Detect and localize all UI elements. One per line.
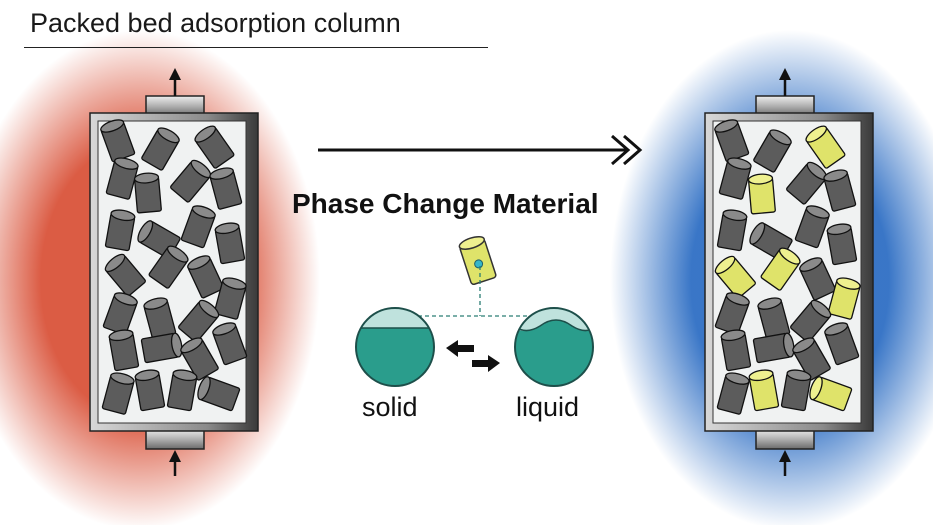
adsorbent-pellet — [178, 299, 220, 343]
adsorbent-pellet — [720, 329, 752, 372]
bottom-port-right — [755, 428, 815, 450]
adsorbent-pellet — [753, 129, 792, 173]
solid-label: solid — [362, 392, 418, 422]
adsorbent-pellet — [105, 157, 139, 200]
pcm-leader-line — [418, 266, 542, 317]
adsorbent-pellet — [104, 253, 146, 297]
pcm-pellet — [748, 369, 780, 412]
adsorbent-pellet — [102, 292, 138, 336]
pcm-pellet — [714, 255, 756, 299]
adsorbent-pellet — [209, 167, 243, 210]
inlet-arrow-left — [169, 450, 181, 476]
adsorbent-pellet — [718, 157, 752, 200]
adsorbent-pellet — [133, 172, 162, 214]
adsorbent-pellet — [799, 257, 837, 301]
column-left — [89, 68, 259, 476]
adsorbent-pellet — [716, 372, 750, 415]
adsorbent-pellet — [714, 292, 750, 336]
adsorbent-pellet — [100, 119, 136, 163]
adsorbent-pellet — [757, 297, 791, 340]
adsorbent-pellet — [104, 209, 136, 252]
adsorbent-pellet — [823, 169, 857, 212]
adsorbent-pellet — [780, 369, 812, 412]
title-underline — [24, 47, 488, 48]
outlet-arrow-left — [169, 68, 181, 96]
adsorbent-pellet — [752, 332, 795, 364]
adsorbent-pellet — [194, 125, 235, 169]
adsorbent-pellet — [166, 369, 198, 412]
pcm-label: Phase Change Material — [292, 188, 599, 219]
adsorbent-pellet — [143, 297, 177, 340]
adsorbent-pellet — [824, 322, 860, 366]
column-right — [704, 68, 874, 476]
adsorbent-pellet — [197, 376, 241, 412]
pcm-pellet — [747, 173, 776, 215]
adsorbent-pellet — [792, 337, 831, 381]
adsorbent-pellet — [108, 329, 140, 372]
adsorbent-pellet — [101, 372, 135, 415]
adsorbent-pellet — [212, 322, 248, 366]
adsorbent-pellet — [140, 332, 183, 364]
transition-arrow — [318, 134, 643, 166]
inlet-arrow-right — [779, 450, 791, 476]
outlet-arrow-right — [779, 68, 791, 96]
equilibrium-arrows-icon — [446, 340, 500, 372]
pcm-pellet — [809, 376, 853, 412]
adsorbent-pellet — [134, 369, 166, 412]
adsorbent-pellet — [141, 127, 180, 171]
adsorbent-pellet — [180, 205, 216, 249]
pcm-capsule-icon — [458, 236, 497, 286]
adsorbent-pellet — [170, 159, 212, 203]
pcm-pellet — [805, 125, 846, 169]
adsorbent-pellet — [214, 222, 246, 265]
adsorbent-pellet — [148, 245, 189, 289]
adsorbent-pellet — [826, 223, 858, 266]
adsorbent-pellet — [794, 205, 830, 249]
adsorbent-pellet — [716, 209, 748, 252]
liquid-label: liquid — [516, 392, 580, 422]
adsorbent-pellet — [714, 119, 750, 163]
adsorbent-pellet — [180, 337, 219, 381]
adsorbent-pellet — [213, 277, 247, 320]
pcm-pellet — [760, 247, 801, 291]
adsorbent-pellet — [187, 255, 225, 299]
liquid-pcm-sphere — [514, 307, 594, 387]
page-title: Packed bed adsorption column — [30, 8, 401, 38]
bottom-port-left — [145, 428, 205, 450]
adsorbent-pellet — [790, 299, 832, 343]
pcm-pellet — [827, 277, 861, 320]
solid-pcm-sphere — [355, 307, 435, 387]
